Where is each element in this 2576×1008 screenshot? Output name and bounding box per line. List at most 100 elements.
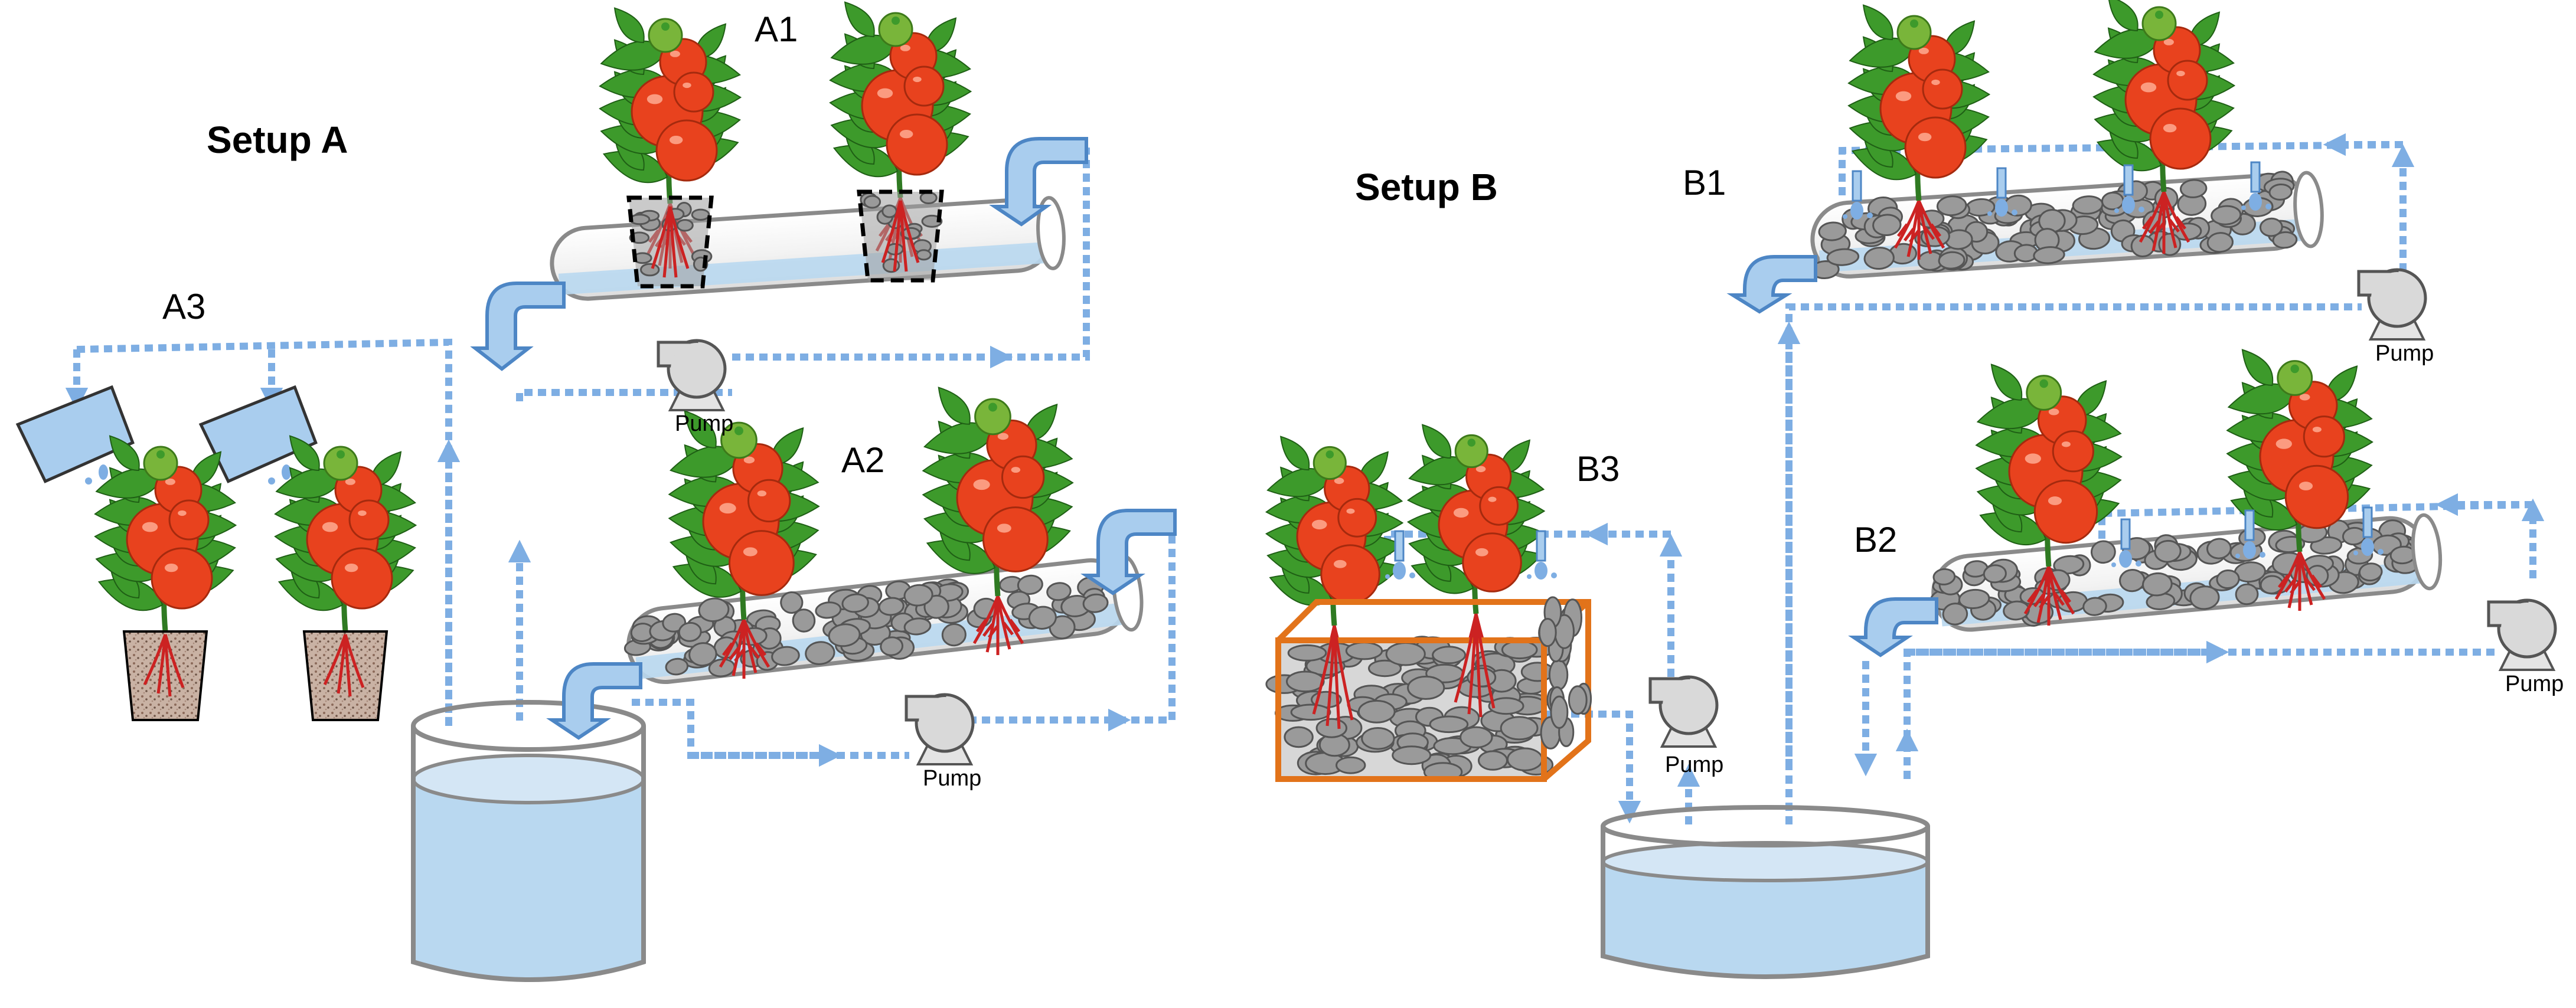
elbow-a2-out: [546, 662, 642, 740]
pebble: [1538, 618, 1557, 647]
pebble: [2154, 539, 2182, 563]
pebble: [1284, 726, 1314, 748]
pebble: [2268, 183, 2293, 201]
pebble: [1336, 756, 1366, 774]
pebble: [691, 208, 710, 221]
pebble: [2259, 217, 2283, 237]
pump-a1: [657, 339, 727, 411]
pebble: [688, 642, 717, 667]
pebble: [678, 621, 702, 642]
flow-a1-return: [732, 148, 1090, 361]
pump-a2-label: Pump: [923, 766, 982, 791]
plant-a1-right: [829, 1, 972, 283]
elbow-pipes: [470, 137, 1938, 740]
flow-lines: [65, 133, 2545, 838]
pebble: [1936, 195, 1967, 217]
pump-a1-label: Pump: [675, 411, 734, 436]
dripper-icon: [2353, 506, 2384, 556]
flow-a2-supply: [632, 699, 909, 759]
pebble: [2101, 191, 2124, 211]
flow-b2-main: [1904, 649, 2497, 779]
dripper-icon: [1385, 530, 1415, 580]
pebble: [771, 646, 800, 666]
pebble: [1501, 640, 1538, 660]
roots: [2023, 566, 2075, 626]
label-a1: A1: [755, 9, 798, 49]
pebble: [1315, 718, 1348, 738]
pump-b3: [1648, 675, 1719, 748]
pebble: [662, 613, 687, 633]
pump-b2-label: Pump: [2505, 672, 2564, 696]
pebble: [1385, 642, 1426, 666]
pebble: [863, 195, 881, 209]
pebble: [881, 204, 897, 218]
tube-a1: [550, 196, 1066, 301]
dripper-icon: [2114, 164, 2144, 214]
pebble: [698, 597, 730, 623]
pebble: [1983, 564, 2007, 584]
pebble: [1028, 606, 1057, 630]
pebble: [828, 623, 861, 647]
pebble: [676, 219, 694, 232]
pebble: [923, 594, 949, 619]
plant-b1-right: [2092, 0, 2236, 254]
pebble: [2090, 540, 2116, 564]
label-b2: B2: [1854, 520, 1898, 559]
pebble: [665, 657, 689, 676]
pump-b2: [2487, 598, 2557, 671]
roots: [2138, 191, 2190, 254]
pebble: [1290, 703, 1331, 721]
pebble: [1357, 699, 1396, 724]
pebble: [2216, 569, 2240, 590]
pebble: [2158, 233, 2182, 256]
pebble: [1287, 644, 1327, 662]
pump-b3-label: Pump: [1665, 752, 1724, 777]
pebble: [1017, 574, 1043, 595]
soil-pot: [302, 630, 388, 721]
pebble: [1942, 603, 1968, 626]
tube-b1: [1810, 171, 2324, 279]
pebble: [941, 623, 967, 647]
elbow-a2-in: [1080, 509, 1177, 595]
pebble: [2053, 555, 2085, 575]
pump-a2: [905, 693, 975, 765]
pebble: [1286, 670, 1325, 693]
pebble: [1958, 588, 1990, 610]
dripper-icon: [2111, 518, 2141, 568]
pebble: [1407, 675, 1445, 700]
pebble: [1429, 715, 1469, 734]
pebble: [1932, 568, 1956, 585]
plant-a3-right: [274, 435, 417, 721]
dripper-icon: [1987, 167, 2017, 217]
pebble: [919, 191, 938, 204]
roots: [2274, 551, 2326, 611]
label-a2: A2: [841, 440, 885, 480]
pebble: [1049, 615, 1076, 640]
pebble: [640, 263, 660, 277]
pebble: [2358, 562, 2383, 582]
pebble: [1826, 248, 1860, 266]
pebble: [880, 636, 903, 656]
pebble: [2033, 246, 2065, 264]
pebble: [1550, 695, 1569, 729]
pebble: [2003, 194, 2032, 217]
pebble: [2235, 583, 2259, 606]
setup-b-title: Setup B: [1355, 166, 1498, 208]
pebble: [2211, 205, 2242, 225]
pebble: [2272, 231, 2298, 249]
plant-a3-left: [94, 435, 237, 721]
pebble: [1345, 642, 1383, 660]
elbow-a1-out: [470, 282, 566, 371]
pebble: [805, 641, 835, 665]
pebble: [1460, 726, 1493, 749]
pebble: [1938, 251, 1966, 270]
pump-b1-label: Pump: [2375, 341, 2434, 366]
pebble: [1500, 716, 1539, 741]
soil-pot: [122, 630, 208, 721]
pebble: [1432, 646, 1467, 665]
pebble: [2206, 538, 2232, 559]
plant-b2-right: [2226, 349, 2373, 611]
elbow-b2-out: [1848, 597, 1938, 657]
pebble: [2206, 232, 2234, 253]
watering-can-icon: [15, 385, 135, 483]
